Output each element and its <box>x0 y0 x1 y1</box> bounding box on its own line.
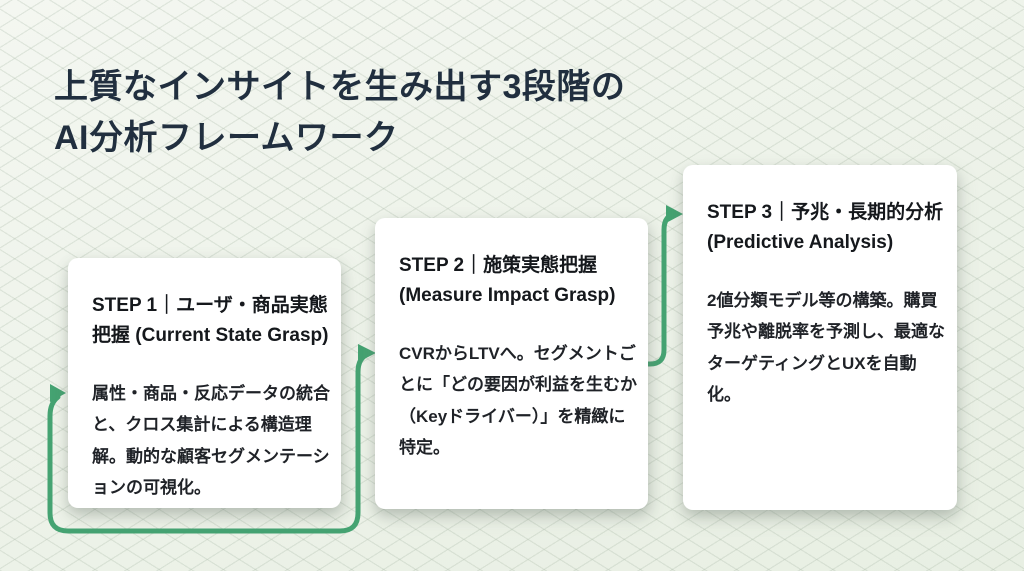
step2-body: CVRからLTVへ。セグメントごとに「どの要因が利益を生むか（Keyドライバー）… <box>399 343 637 458</box>
step2-card: STEP 2｜施策実態把握 (Measure Impact Grasp) CVR… <box>375 218 648 509</box>
step2-heading: STEP 2｜施策実態把握 (Measure Impact Grasp) <box>399 255 616 307</box>
page-title-line2: AI分析フレームワーク <box>54 119 399 157</box>
step3-heading: STEP 3｜予兆・長期的分析 (Predictive Analysis) <box>707 202 944 254</box>
step1-heading: STEP 1｜ユーザ・商品実態把握 (Current State Grasp) <box>92 295 329 347</box>
page-title-line1: 上質なインサイトを生み出す3段階の <box>54 68 626 106</box>
arrowhead-into-step2-icon <box>358 344 376 362</box>
step1-card: STEP 1｜ユーザ・商品実態把握 (Current State Grasp) … <box>68 258 341 508</box>
arrowhead-into-step3-icon <box>666 205 683 223</box>
step1-body: 属性・商品・反応データの統合と、クロス集計による構造理解。動的な顧客セグメンテー… <box>92 383 330 498</box>
arrowhead-into-step1-icon <box>50 384 66 402</box>
page-title: 上質なインサイトを生み出す3段階の AI分析フレームワーク <box>54 62 625 164</box>
arrow-step2-to-step3-line <box>641 211 679 367</box>
step3-card: STEP 3｜予兆・長期的分析 (Predictive Analysis) 2値… <box>683 165 957 510</box>
step3-body: 2値分類モデル等の構築。購買予兆や離脱率を予測し、最適なターゲティングとUXを自… <box>707 290 945 405</box>
arrow-step1-loop-line <box>47 351 371 534</box>
